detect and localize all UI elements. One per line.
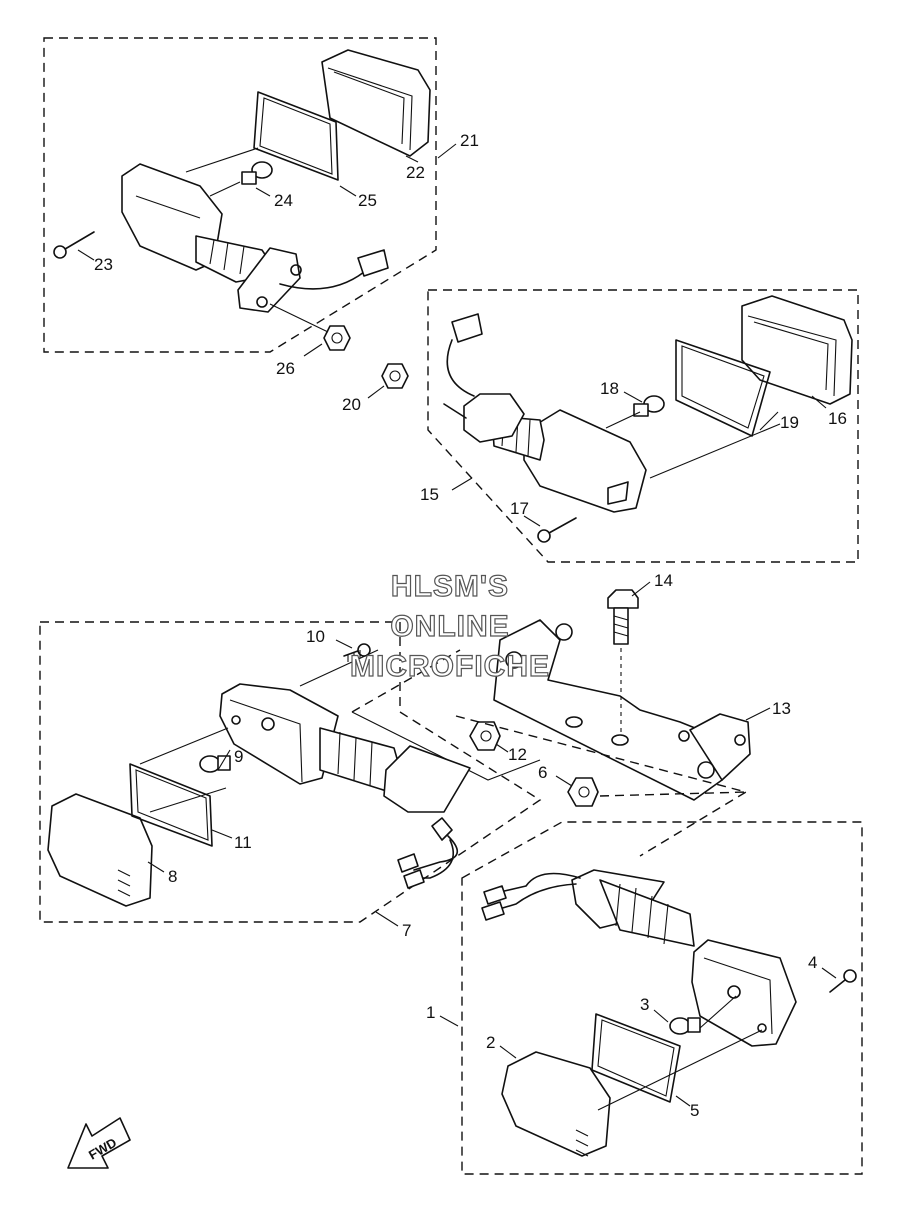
fwd-arrow-icon: FWD [67, 1117, 131, 1169]
watermark-line-3: MICROFICHE [350, 650, 550, 683]
callout-20: 20 [342, 395, 361, 414]
callout-4: 4 [808, 953, 817, 972]
callout-1: 1 [426, 1003, 435, 1022]
callout-13: 13 [772, 699, 791, 718]
signal-assembly-21 [53, 49, 431, 351]
group-15-box [427, 289, 859, 563]
callout-18: 18 [600, 379, 619, 398]
signal-assembly-7 [47, 643, 471, 907]
callout-24: 24 [274, 191, 293, 210]
signal-assembly-15 [381, 295, 853, 543]
callout-5: 5 [690, 1101, 699, 1120]
watermark: HLSM'S ONLINE MICROFICHE [349, 569, 550, 683]
callout-8: 8 [168, 867, 177, 886]
callout-25: 25 [358, 191, 377, 210]
group-1-box [461, 821, 863, 1175]
callout-23: 23 [94, 255, 113, 274]
callout-7: 7 [402, 921, 411, 940]
watermark-line-1: HLSM'S [391, 570, 509, 603]
callout-labels: 1 2 3 4 5 6 7 8 9 10 11 12 13 14 15 16 1… [77, 131, 847, 1120]
signal-assembly-1 [481, 869, 857, 1157]
callout-6: 6 [538, 763, 547, 782]
callout-22: 22 [406, 163, 425, 182]
callout-19: 19 [780, 413, 799, 432]
callout-9: 9 [234, 747, 243, 766]
callout-3: 3 [640, 995, 649, 1014]
callout-16: 16 [828, 409, 847, 428]
callout-15: 15 [420, 485, 439, 504]
callout-10: 10 [306, 627, 325, 646]
callout-14: 14 [654, 571, 673, 590]
group-7-box [39, 621, 542, 923]
callout-2: 2 [486, 1033, 495, 1052]
bracket-13 [351, 589, 751, 857]
callout-26: 26 [276, 359, 295, 378]
callout-11: 11 [234, 833, 252, 852]
watermark-line-2: ONLINE [390, 610, 509, 643]
callout-21: 21 [460, 131, 479, 150]
callout-12: 12 [508, 745, 527, 764]
callout-17: 17 [510, 499, 529, 518]
